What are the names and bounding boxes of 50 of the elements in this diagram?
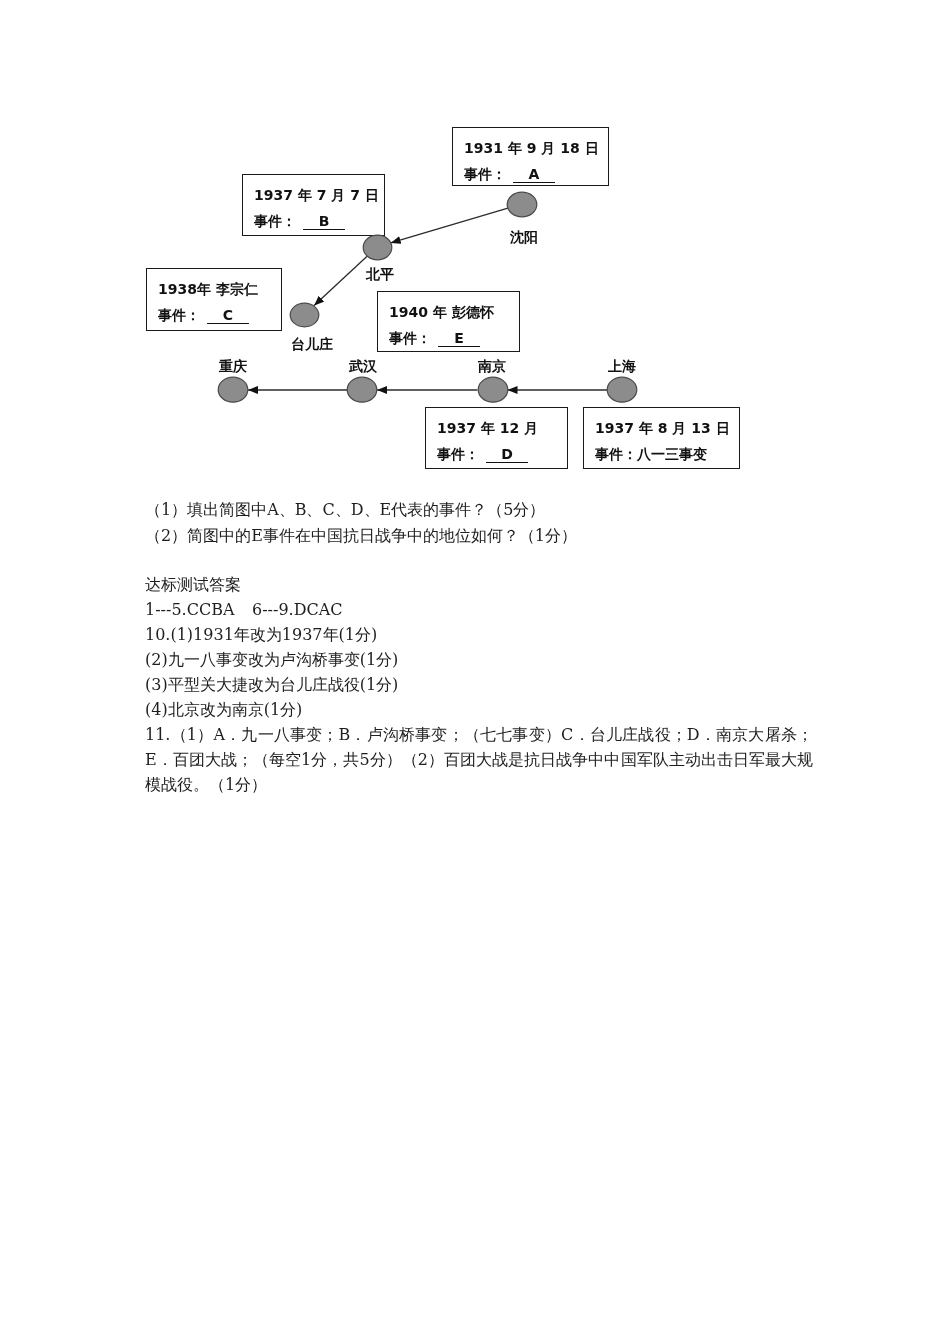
event-box xyxy=(583,407,740,469)
question-text: （1）填出简图中A、B、C、D、E代表的事件？（5分） xyxy=(145,498,546,521)
date-text: 1937 年 12 月 xyxy=(437,419,539,437)
fill-in-line: D xyxy=(486,447,528,463)
city-label: 台儿庄 xyxy=(291,336,333,352)
arrow xyxy=(390,207,509,244)
city-marker xyxy=(476,376,509,404)
city-marker xyxy=(289,301,320,328)
event-box xyxy=(425,407,568,469)
event-label: 事件： xyxy=(437,446,479,462)
question-text: （2）简图中的E事件在中国抗日战争中的地位如何？（1分） xyxy=(145,524,578,547)
city-marker xyxy=(361,233,393,261)
fill-in-line: C xyxy=(207,308,249,324)
date-text: 1938年 李宗仁 xyxy=(158,280,258,298)
event-label: 事件： xyxy=(158,307,200,323)
arrow xyxy=(313,255,368,307)
date-text: 1937 年 8 月 13 日 xyxy=(595,419,730,437)
event-box xyxy=(377,291,520,352)
date-text: 1931 年 9 月 18 日 xyxy=(464,139,599,157)
event-box xyxy=(452,127,609,186)
date-text: 1937 年 7 月 7 日 xyxy=(254,186,379,204)
city-label: 上海 xyxy=(608,358,636,374)
event-box xyxy=(146,268,282,331)
answer-heading: 达标测试答案 xyxy=(145,573,241,596)
city-marker xyxy=(217,376,249,404)
city-marker xyxy=(506,190,538,218)
event-box xyxy=(242,174,385,236)
fill-in-line: A xyxy=(513,167,555,183)
event-label: 事件： xyxy=(389,330,431,346)
event-label: 事件： xyxy=(464,166,506,182)
city-label: 沈阳 xyxy=(510,229,538,245)
city-label: 武汉 xyxy=(349,358,377,374)
fill-in-line: E xyxy=(438,331,480,347)
city-label: 重庆 xyxy=(219,358,247,374)
answer-key-text: 1---5.CCBA xyxy=(145,598,235,621)
answer-text: 11.（1）A．九一八事变；B．卢沟桥事变；（七七事变）C．台儿庄战役；D．南京大屠杀；E．百团大战；（每空1分，共5分）（2）百团大战是抗日战争中中国军队主动出击日军最大规模战役。（1分） xyxy=(145,723,813,796)
answer-text: (2)九一八事变改为卢沟桥事变(1分) xyxy=(145,648,399,671)
city-marker xyxy=(346,376,378,404)
fill-in-line: B xyxy=(303,214,345,230)
answer-key-text: 6---9.DCAC xyxy=(252,598,343,621)
event-label: 事件：八一三事变 xyxy=(595,446,707,462)
event-label: 事件： xyxy=(254,213,296,229)
answer-text: 10.(1)1931年改为1937年(1分) xyxy=(145,623,378,646)
date-text: 1940 年 彭德怀 xyxy=(389,303,494,321)
city-marker xyxy=(606,376,638,404)
answer-text: (4)北京改为南京(1分) xyxy=(145,698,303,721)
city-label: 南京 xyxy=(478,358,506,374)
city-label: 北平 xyxy=(366,266,394,282)
arrow xyxy=(247,386,348,394)
answer-text: (3)平型关大捷改为台儿庄战役(1分) xyxy=(145,673,399,696)
